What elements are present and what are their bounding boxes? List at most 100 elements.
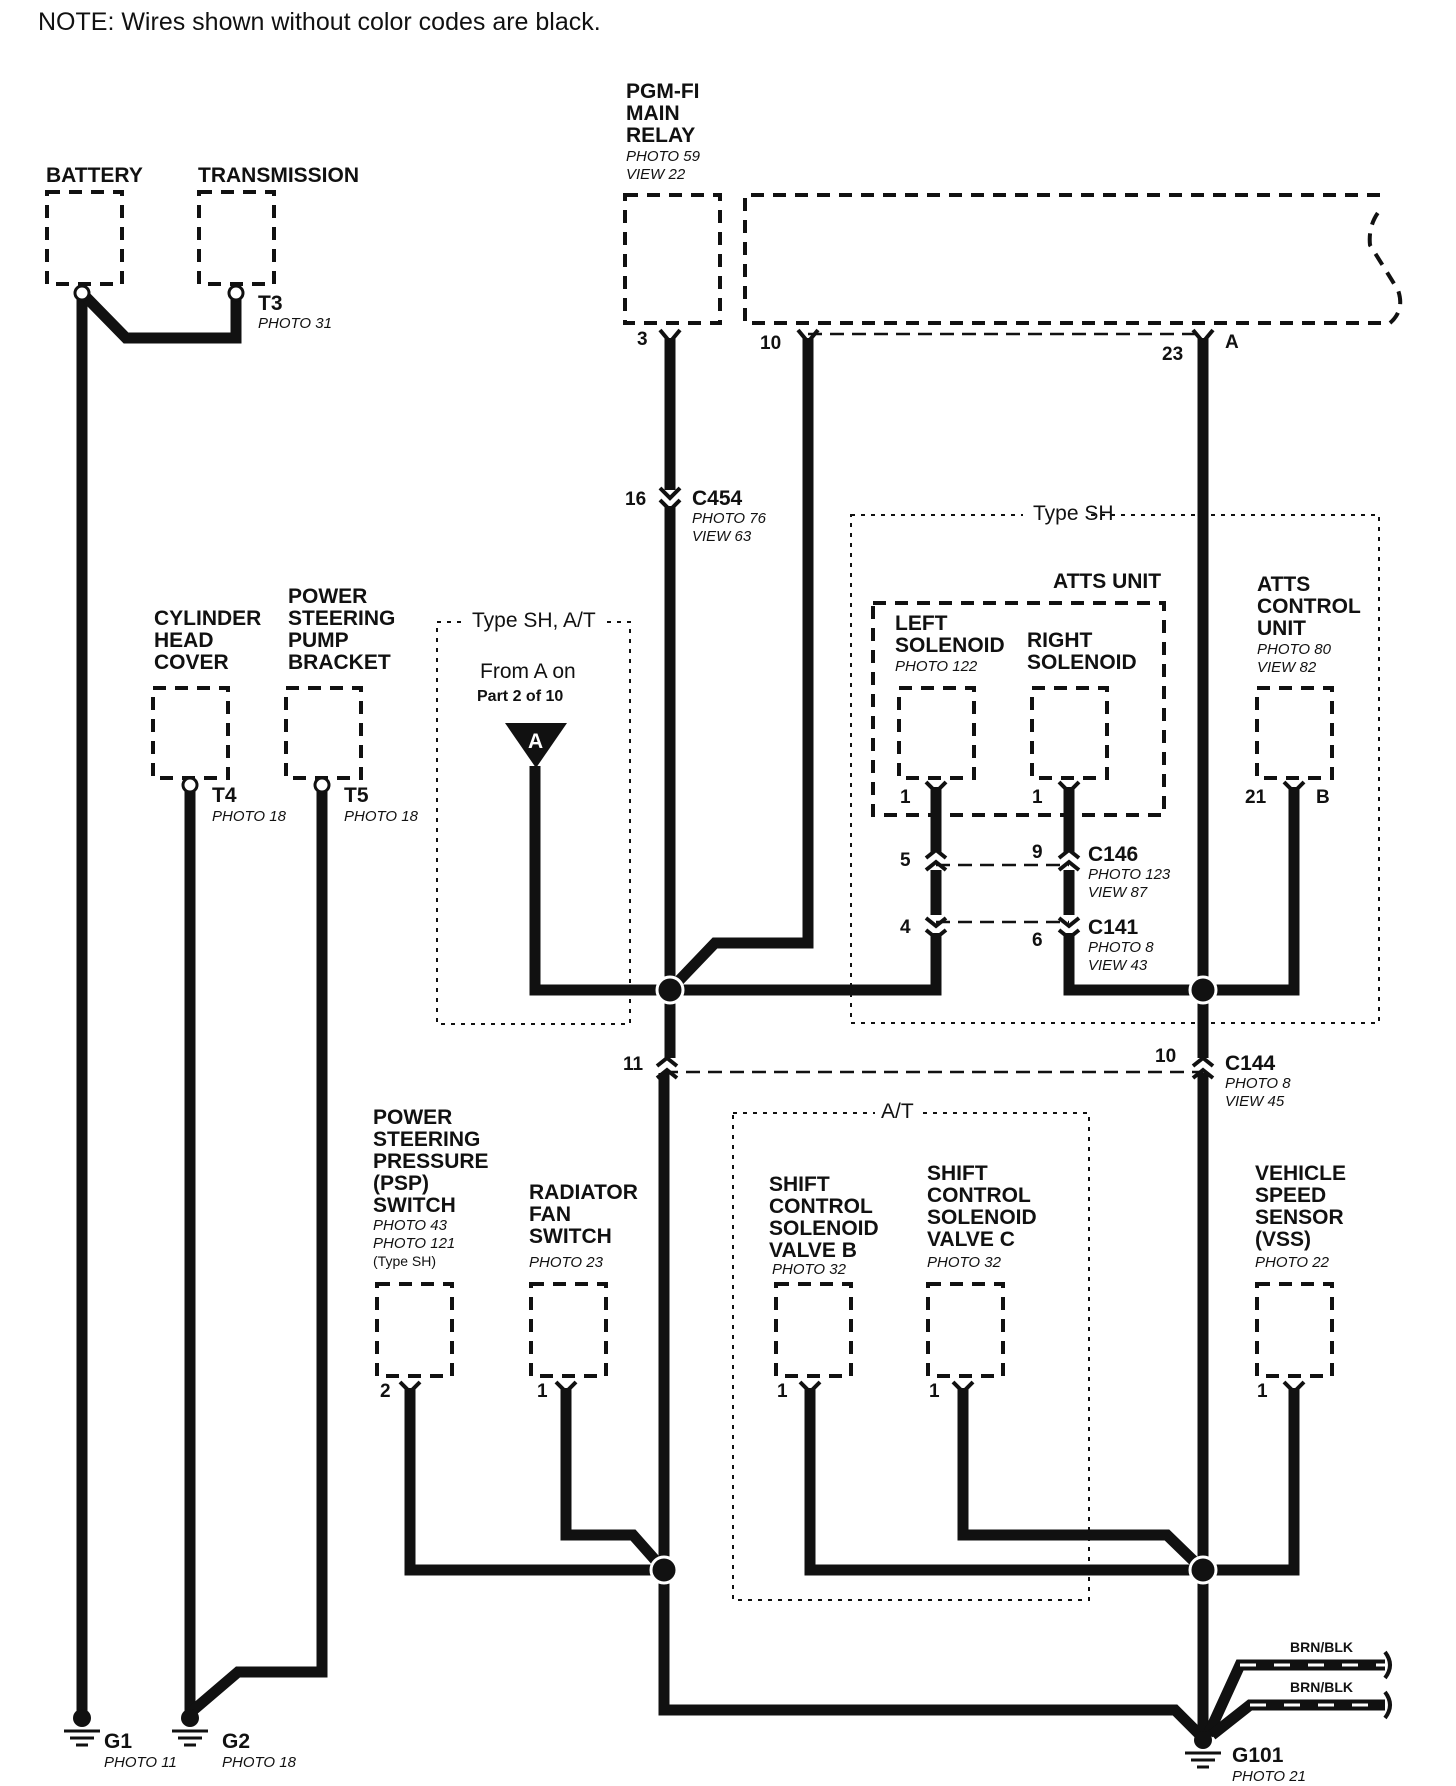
cyl-head-label-1: CYLINDER (154, 607, 261, 630)
marker-a-letter: A (528, 730, 543, 753)
right-solenoid-box (1030, 686, 1109, 780)
pin-scsc-1: 1 (929, 1381, 940, 1402)
vss-box (1255, 1282, 1334, 1378)
atts-unit-box (871, 601, 1166, 817)
scs-b-label-3: SOLENOID (769, 1217, 879, 1240)
pin-c141-4: 4 (900, 917, 911, 938)
psp-label-1: POWER (373, 1106, 452, 1129)
pin-c146-9: 9 (1032, 842, 1043, 863)
battery-terminal (73, 284, 91, 302)
pin-ecu-10: 10 (760, 333, 781, 354)
c454-label: C454 (692, 487, 743, 510)
ground-icon (64, 1709, 100, 1747)
wire-ecu10-splice (666, 338, 814, 994)
atts-ctrl-label-1: ATTS (1257, 573, 1310, 596)
wire-marker-a-splice (529, 766, 670, 996)
cyl-head-label-2: HEAD (154, 629, 214, 652)
wire-c144-g101 (658, 1073, 1204, 1739)
vss-label-1: VEHICLE (1255, 1162, 1346, 1185)
psp-photo-1: PHOTO 43 (373, 1217, 448, 1234)
c146-photo: PHOTO 123 (1088, 866, 1171, 883)
splice-upper-right (1188, 975, 1218, 1005)
wire-t5-g2 (186, 785, 328, 1718)
cyl-head-label-3: COVER (154, 651, 229, 674)
pin-c454-16: 16 (625, 489, 646, 510)
left-sol-label-2: SOLENOID (895, 634, 1005, 657)
left-sol-photo: PHOTO 122 (895, 658, 978, 675)
pin-numbers: 3 10 23 A 16 1 1 5 9 4 6 21 B 11 10 2 1 … (380, 329, 1330, 1402)
right-sol-label-2: SOLENOID (1027, 651, 1137, 674)
pgm-fi-relay-box (623, 193, 722, 325)
c144-photo: PHOTO 8 (1225, 1075, 1291, 1092)
at-region (732, 1112, 1090, 1601)
wire-vss-splice (1203, 1388, 1300, 1576)
t3-label: T3 (258, 292, 283, 315)
pin-psp-2: 2 (380, 1381, 391, 1402)
scs-c-box (926, 1282, 1005, 1378)
t4-photo: PHOTO 18 (212, 808, 287, 825)
battery-label: BATTERY (46, 164, 143, 187)
wire-splice-c141-4 (670, 933, 942, 996)
pin-ecu-23: 23 (1162, 344, 1183, 365)
ground-icon (172, 1709, 208, 1747)
note-text: NOTE: Wires shown without color codes ar… (38, 8, 601, 36)
ecu-box (743, 193, 1403, 325)
transmission-label: TRANSMISSION (198, 164, 359, 187)
pin-ctrl-b: B (1316, 787, 1330, 808)
atts-unit-label: ATTS UNIT (1053, 570, 1161, 593)
pin-right-sol-1: 1 (1032, 787, 1043, 808)
vss-label-2: SPEED (1255, 1184, 1326, 1207)
scs-b-box (774, 1282, 853, 1378)
wire-c141-right-splice (1063, 933, 1203, 996)
t5-photo: PHOTO 18 (344, 808, 419, 825)
vss-label-3: SENSOR (1255, 1206, 1344, 1229)
wire-scs-b-splice (804, 1388, 1203, 1576)
right-sol-label-1: RIGHT (1027, 629, 1093, 652)
ground-icon (1185, 1731, 1221, 1769)
pin-vss-1: 1 (1257, 1381, 1268, 1402)
pgm-fi-view: VIEW 22 (626, 166, 686, 183)
atts-ctrl-photo: PHOTO 80 (1257, 641, 1332, 658)
scs-c-label-1: SHIFT (927, 1162, 988, 1185)
pin-left-sol-1: 1 (900, 787, 911, 808)
psp-label-2: STEERING (373, 1128, 480, 1151)
psp-photo-2: PHOTO 121 (373, 1235, 455, 1252)
scs-c-label-3: SOLENOID (927, 1206, 1037, 1229)
c454-view: VIEW 63 (692, 528, 752, 545)
c146-view: VIEW 87 (1088, 884, 1148, 901)
atts-ctrl-label-2: CONTROL (1257, 595, 1361, 618)
left-solenoid-box (897, 686, 976, 780)
g2-label: G2 (222, 1730, 250, 1753)
wire-color-label: BRN/BLK (1290, 1679, 1353, 1695)
scs-c-photo: PHOTO 32 (927, 1254, 1002, 1271)
rad-fan-label-1: RADIATOR (529, 1181, 638, 1204)
psp-label-5: SWITCH (373, 1194, 456, 1217)
at-label: A/T (881, 1100, 914, 1123)
from-a-part: Part 2 of 10 (477, 688, 563, 705)
atts-ctrl-view: VIEW 82 (1257, 659, 1317, 676)
from-a-label: From A on (480, 660, 576, 683)
pgm-fi-label-1: PGM-FI (626, 80, 700, 103)
atts-ctrl-label-3: UNIT (1257, 617, 1306, 640)
g101-photo: PHOTO 21 (1232, 1768, 1306, 1785)
splice-lower-right (1188, 1555, 1218, 1585)
wire-break-icon (1383, 1650, 1392, 1680)
connector-symbols (398, 328, 1306, 1395)
left-sol-label-1: LEFT (895, 612, 948, 635)
g101-label: G101 (1232, 1744, 1284, 1767)
t4-label: T4 (212, 784, 237, 807)
scs-b-label-2: CONTROL (769, 1195, 873, 1218)
t5-label: T5 (344, 784, 369, 807)
c141-label: C141 (1088, 916, 1139, 939)
scs-b-label-1: SHIFT (769, 1173, 830, 1196)
radiator-fan-box (529, 1282, 608, 1378)
g2-photo: PHOTO 18 (222, 1754, 297, 1771)
c141-photo: PHOTO 8 (1088, 939, 1154, 956)
splice-upper-left (655, 975, 685, 1005)
rad-fan-label-2: FAN (529, 1203, 571, 1226)
t5-terminal (313, 776, 331, 794)
wire-psp-splice (404, 1388, 664, 1576)
g1-label: G1 (104, 1730, 132, 1753)
pin-ecu-a: A (1225, 332, 1239, 353)
